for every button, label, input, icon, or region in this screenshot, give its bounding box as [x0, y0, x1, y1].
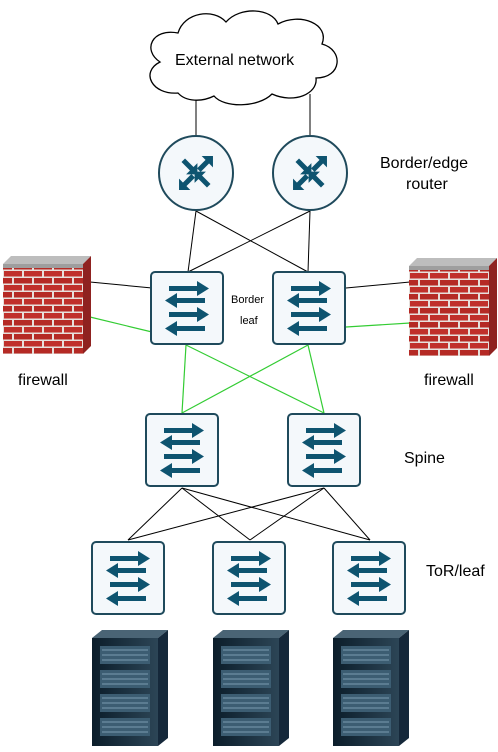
router-icon [272, 135, 348, 211]
switch-icon [91, 541, 165, 615]
border-leaf-label-line2: leaf [240, 315, 258, 327]
link-leaf2-spine1 [181, 344, 309, 414]
switch-icon [212, 541, 286, 615]
link-leaf2-spine2 [307, 344, 325, 414]
link-leaf1-spine2 [185, 344, 325, 414]
link-spine2-tor2 [249, 487, 325, 541]
link-router1-leaf2 [195, 210, 309, 273]
link-spine2-tor3 [323, 487, 371, 541]
link-router1-leaf1 [187, 210, 197, 273]
switch-icon [332, 541, 406, 615]
router-icon [158, 135, 234, 211]
switch-icon [145, 413, 219, 487]
server-rack-icon [212, 629, 290, 747]
link-fw2-leaf2-black [345, 281, 411, 289]
link-fw1-leaf1-black [89, 281, 153, 289]
switch-icon [287, 413, 361, 487]
firewall-label-right: firewall [424, 372, 474, 389]
links [89, 94, 411, 541]
switch-icon [150, 271, 224, 345]
cloud-label: External network [175, 52, 295, 69]
firewall-icon [409, 258, 497, 356]
firewall-label-left: firewall [18, 372, 68, 389]
link-leaf1-spine1 [181, 344, 187, 414]
spine-label: Spine [404, 450, 445, 467]
link-spine1-tor2 [181, 487, 251, 541]
link-spine1-tor3 [181, 487, 371, 541]
border-leaf-label-line1: Border [231, 294, 265, 306]
link-fw2-leaf2-green [345, 322, 411, 328]
cloud-icon [149, 10, 338, 106]
firewall-icon [3, 256, 91, 354]
link-fw1-leaf1-green [89, 316, 153, 333]
server-rack-icon [332, 629, 410, 747]
tor-leaf-label: ToR/leaf [426, 563, 485, 580]
link-spine2-tor1 [127, 487, 325, 541]
link-router2-leaf2 [307, 210, 311, 273]
router-label-line1: Border/edge [380, 155, 469, 172]
switch-icon [272, 271, 346, 345]
link-router2-leaf1 [187, 210, 311, 273]
link-spine1-tor1 [127, 487, 183, 541]
router-label-line2: router [406, 176, 448, 193]
server-rack-icon [91, 629, 169, 747]
